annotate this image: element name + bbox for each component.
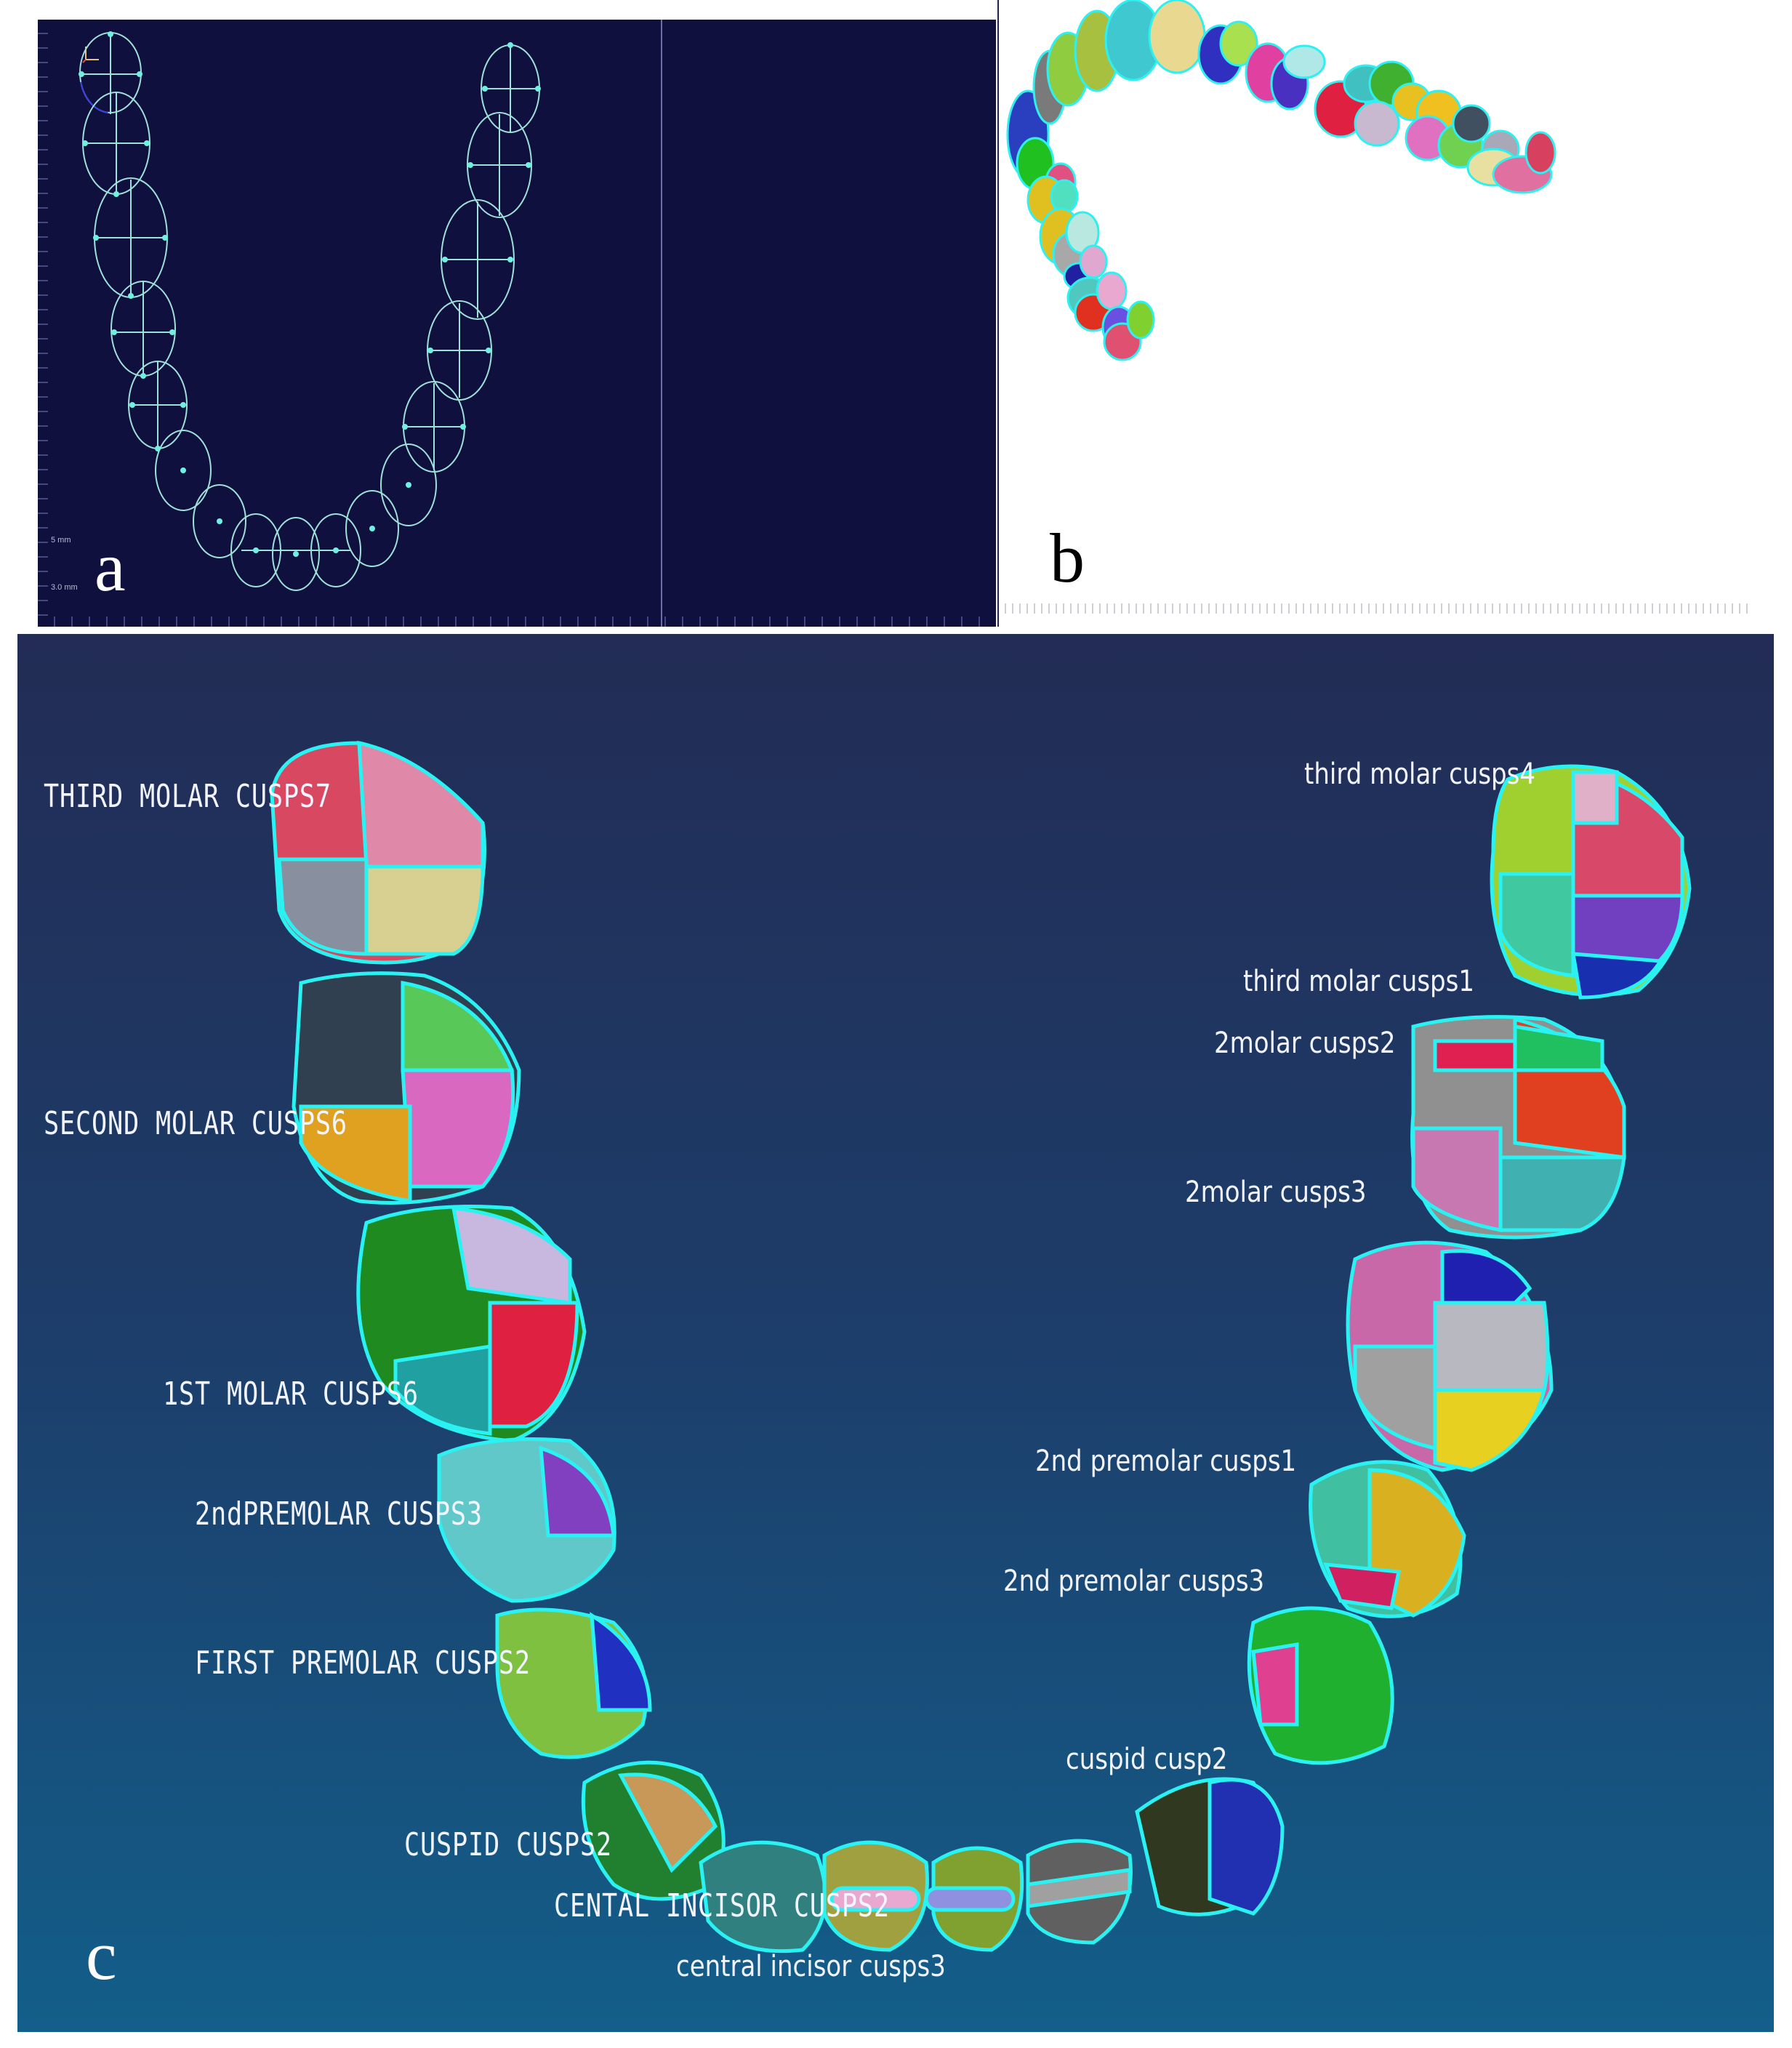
- label-2nd-premolar-cusps3: 2ndPREMOLAR CUSPS3: [195, 1495, 483, 1533]
- cursor-guide-line: [661, 20, 662, 627]
- axis-triad-icon: [82, 47, 99, 63]
- label-third-molar-cusps1: third molar cusps1: [1243, 965, 1474, 998]
- panel-letter-b: b: [1050, 519, 1085, 597]
- label-1st-molar-cusps6: 1ST MOLAR CUSPS6: [163, 1376, 419, 1413]
- colored-cusps-arch: [270, 740, 1692, 1953]
- horizontal-ruler: [999, 603, 1751, 614]
- panel-letter-a: a: [95, 528, 126, 606]
- vertical-ruler: [38, 20, 48, 627]
- label-2nd-premolar-cusps3: 2nd premolar cusps3: [1003, 1565, 1265, 1598]
- label-third-molar-cusps7: THIRD MOLAR CUSPS7: [44, 778, 332, 815]
- wireframe-arch: [79, 31, 541, 591]
- scale-label-bottom: 3.0 mm: [51, 583, 78, 592]
- label-first-premolar-cusps2: FIRST PREMOLAR CUSPS2: [195, 1645, 531, 1682]
- colored-arch-model: [1006, 0, 1556, 361]
- label-2molar-cusps2: 2molar cusps2: [1214, 1027, 1396, 1060]
- scale-label-top: 5 mm: [51, 536, 71, 545]
- label-cuspid-cusp2: cuspid cusp2: [1066, 1743, 1228, 1776]
- horizontal-ruler: [38, 617, 996, 627]
- panel-letter-c: c: [86, 1916, 117, 1994]
- label-second-molar-cusps6: SECOND MOLAR CUSPS6: [44, 1105, 347, 1142]
- label-central-incisor-cusps2: CENTAL INCISOR CUSPS2: [554, 1887, 890, 1924]
- panel-a-wireframe: 5 mm 3.0 mm: [38, 20, 996, 627]
- label-2molar-cusps3: 2molar cusps3: [1185, 1176, 1367, 1209]
- panel-b-3d-model: b: [997, 0, 1792, 627]
- label-cuspid-cusps2: CUSPID CUSPS2: [404, 1826, 612, 1863]
- label-2nd-premolar-cusps1: 2nd premolar cusps1: [1035, 1445, 1297, 1478]
- label-central-incisor-cusps3: central incisor cusps3: [676, 1950, 946, 1983]
- panel-c-labeled-arch: THIRD MOLAR CUSPS7 SECOND MOLAR CUSPS6 1…: [17, 634, 1774, 2032]
- label-third-molar-cusps4: third molar cusps4: [1304, 758, 1535, 791]
